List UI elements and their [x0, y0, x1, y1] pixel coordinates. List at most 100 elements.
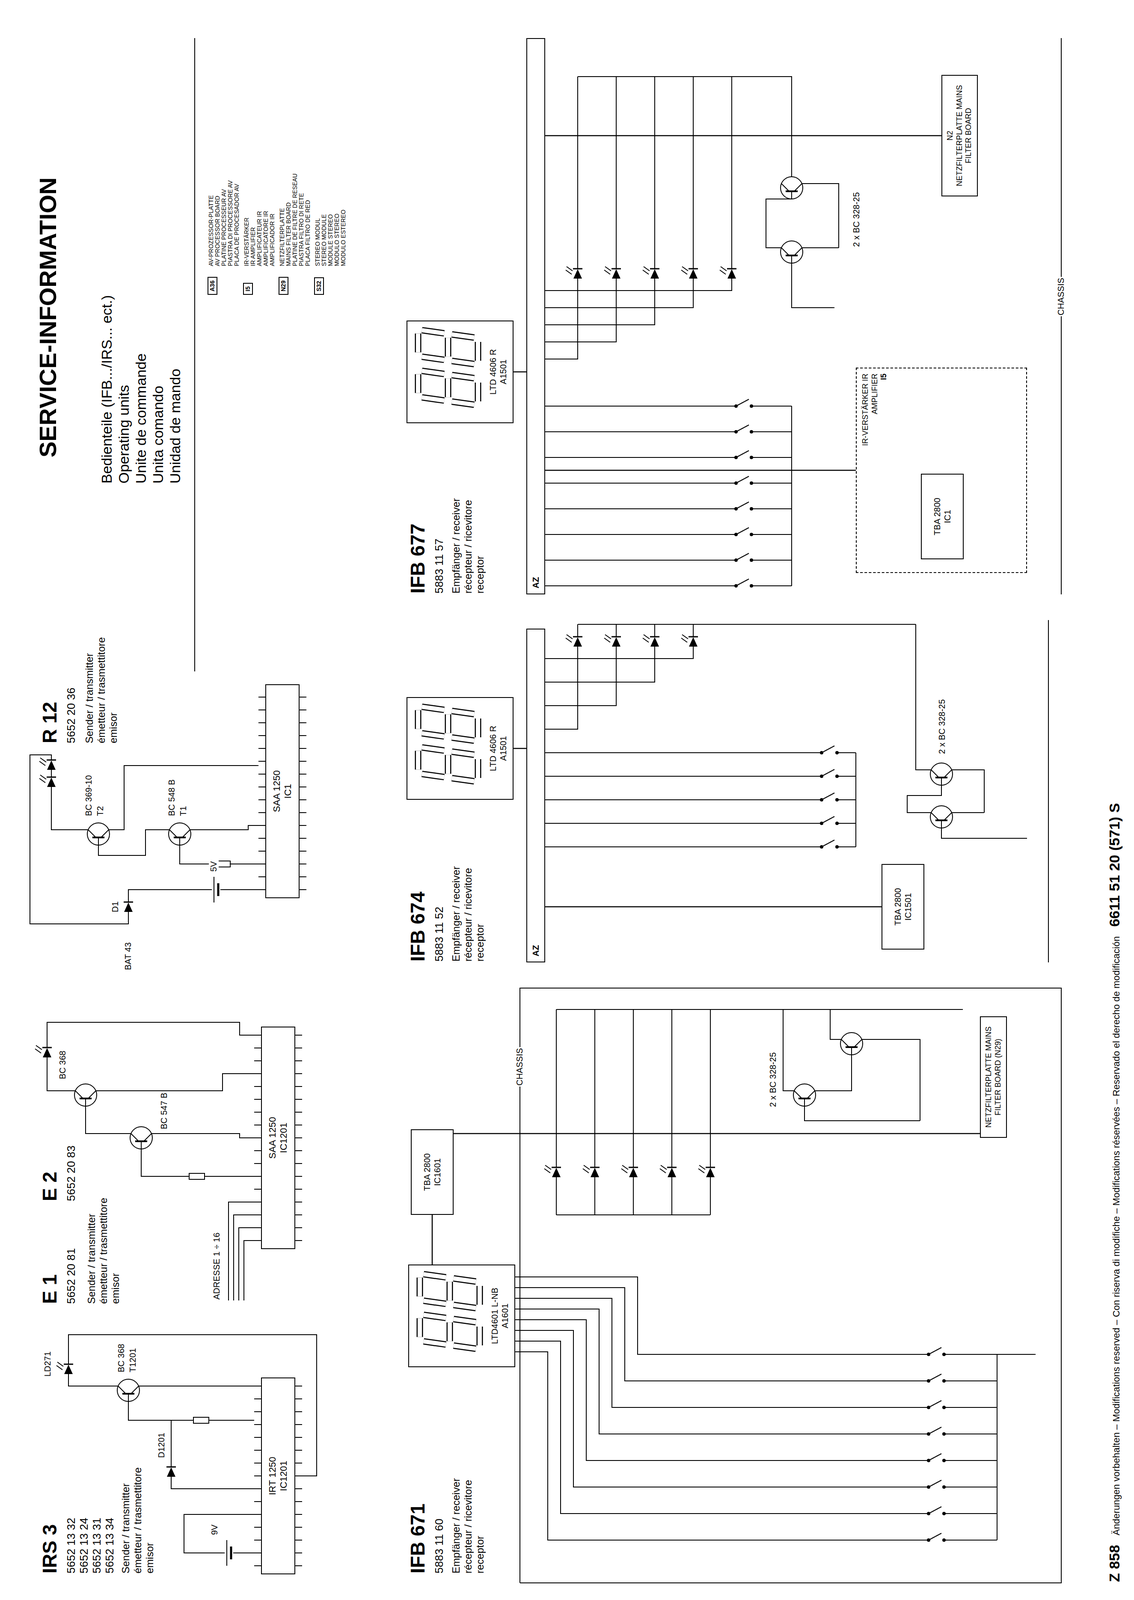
board-description: MODULO ESTEREO	[339, 208, 347, 268]
wire	[170, 1420, 172, 1467]
board-description: AMPLIFICATORE IR	[262, 210, 270, 268]
resistor-symbol	[193, 1417, 209, 1424]
wire	[141, 1148, 255, 1177]
wire	[907, 785, 942, 813]
unit-description: Sender / transmitter	[83, 652, 96, 745]
wire	[944, 1380, 950, 1382]
wire	[577, 624, 579, 637]
wire	[295, 1475, 303, 1477]
wire	[295, 1240, 303, 1241]
wire	[258, 786, 266, 788]
wire	[556, 1214, 711, 1216]
wire	[1047, 620, 1049, 963]
wire	[821, 840, 835, 847]
subtitle: Operating units	[115, 383, 133, 485]
wire	[731, 76, 733, 269]
wire	[949, 1513, 998, 1514]
wire	[545, 534, 728, 535]
wire	[254, 1526, 262, 1528]
led-display: LTD4601 L-NBA1601	[408, 1264, 516, 1368]
wire	[791, 406, 793, 586]
wire	[751, 431, 758, 433]
board-description: MODULE STEREO	[326, 213, 334, 268]
wire	[577, 623, 916, 625]
wire	[928, 1400, 942, 1408]
component-label: 9V	[209, 1523, 220, 1536]
wire	[254, 1175, 262, 1177]
wire	[757, 508, 792, 510]
wire	[254, 1047, 262, 1049]
led-symbol	[565, 634, 583, 647]
footer-text: Z 858	[1106, 1543, 1123, 1583]
wire	[821, 792, 835, 800]
wire	[295, 1034, 303, 1036]
wire	[843, 846, 856, 848]
wire	[692, 624, 694, 637]
wire	[238, 1227, 255, 1301]
wire	[519, 988, 1062, 1583]
wire	[258, 735, 266, 737]
component-label: BC 369-10	[83, 774, 94, 817]
node-title: N2	[945, 80, 956, 192]
wire	[254, 1513, 262, 1515]
wire	[751, 585, 758, 587]
wire	[757, 585, 792, 587]
wire	[47, 1022, 255, 1048]
wire	[295, 1227, 303, 1229]
board-description: PIASTRA FILTRO DI RETE	[297, 192, 305, 268]
wire	[751, 457, 758, 458]
wire	[944, 1486, 950, 1488]
wire	[654, 76, 656, 269]
unit-description: récepteur / ricevitore	[462, 1478, 475, 1575]
wire	[951, 769, 985, 813]
wire	[258, 876, 266, 878]
wire	[233, 1552, 255, 1554]
connector-wire	[545, 469, 856, 472]
transistor-symbol	[930, 762, 953, 786]
led-symbol	[659, 1165, 677, 1178]
transistor-symbol	[168, 822, 191, 846]
signal-name: ADRESSE 1 ÷ 16	[211, 1231, 222, 1301]
wire	[295, 1137, 303, 1139]
wire	[254, 1163, 262, 1164]
unit-name: R 12	[38, 700, 62, 745]
wire	[736, 553, 749, 561]
wire	[254, 1137, 262, 1139]
wire	[299, 760, 307, 762]
connector-wire	[431, 1214, 434, 1265]
wire	[944, 1513, 950, 1514]
wire	[258, 709, 266, 711]
wire	[220, 889, 259, 891]
page-title: SERVICE-INFORMATION	[34, 177, 62, 458]
wire	[254, 1111, 262, 1113]
wire	[545, 431, 728, 433]
wire	[299, 825, 307, 826]
wire	[254, 1398, 262, 1400]
connector-wire	[545, 135, 942, 137]
wire	[928, 1427, 942, 1434]
wire	[545, 846, 814, 848]
wire	[951, 812, 985, 814]
node-title: TBA 2800	[892, 887, 903, 926]
wire	[226, 1540, 228, 1566]
ic-chip: TBA 2800IC1501	[881, 863, 925, 950]
board-description: MODULO STEREO	[333, 212, 341, 268]
unit-name: IFB 671	[406, 1502, 430, 1575]
led-symbol	[582, 1165, 600, 1178]
led-symbol	[39, 757, 57, 770]
unit-name: IFB 677	[406, 522, 430, 595]
wire	[295, 1552, 303, 1554]
wire	[949, 1353, 998, 1355]
wire	[295, 1526, 303, 1528]
wire	[855, 752, 857, 847]
seven-segment-digits	[407, 696, 487, 799]
wire	[295, 1398, 303, 1400]
component-label: 5V	[208, 860, 219, 873]
led-symbol	[35, 1045, 52, 1058]
led-symbol	[604, 634, 621, 647]
wire	[299, 876, 307, 878]
wire	[736, 578, 749, 586]
led-symbol	[719, 266, 737, 279]
wire	[671, 1009, 673, 1167]
wire	[545, 508, 728, 510]
